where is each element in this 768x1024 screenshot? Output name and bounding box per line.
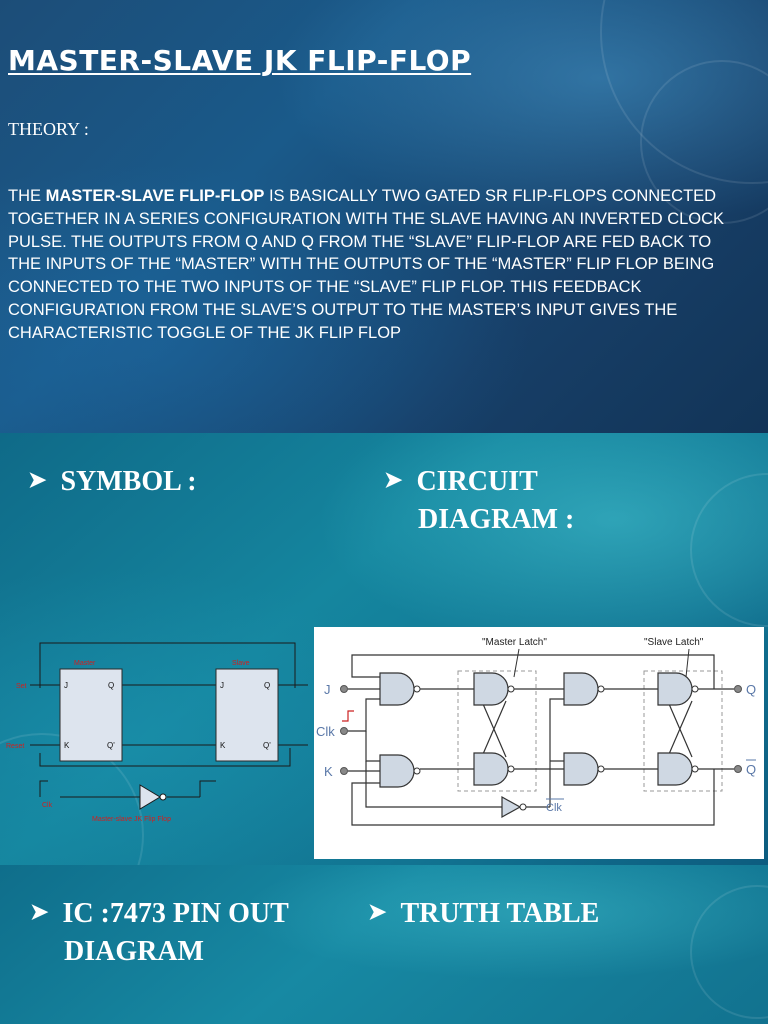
output-q: Q — [746, 682, 756, 697]
nand-gate — [379, 754, 415, 788]
clk-label: Clk — [42, 802, 53, 809]
input-j: J — [324, 682, 331, 697]
theory-text-bold: MASTER-SLAVE FLIP-FLOP — [45, 187, 265, 205]
symbol-heading: ➤ SYMBOL : — [28, 461, 197, 501]
symbol-slide: ➤ SYMBOL : ➤ CIRCUIT DIAGRAM : — [0, 433, 768, 865]
inverter-gate — [501, 795, 522, 819]
nand-gate — [473, 752, 509, 786]
input-clk: Clk — [316, 724, 335, 739]
symbol-heading-text: SYMBOL : — [60, 466, 197, 497]
master-latch-label: "Master Latch" — [482, 637, 547, 648]
master-box — [59, 668, 123, 762]
clk-bar-label: Clk — [546, 802, 562, 814]
inverter-gate — [139, 784, 161, 810]
output-qbar: Q — [746, 762, 756, 777]
nand-gate — [657, 752, 693, 786]
ic-slide: ➤ IC :7473 PIN OUT DIAGRAM ➤ TRUTH TABLE — [0, 865, 768, 1024]
nand-gate — [473, 672, 509, 706]
circuit-diagram: "Master Latch" "Slave Latch" — [314, 627, 764, 859]
slave-box — [215, 668, 279, 762]
arrow-bullet-icon: ➤ — [28, 467, 47, 492]
decorative-ring — [690, 473, 768, 627]
master-latch-box — [457, 670, 537, 792]
master-pin-k: K — [64, 741, 70, 750]
circuit-heading-line1: CIRCUIT — [416, 466, 538, 497]
slide-title: MASTER-SLAVE JK FLIP-FLOP — [8, 44, 472, 77]
diagram-caption: Master-slave JK Flip Flop — [92, 816, 171, 823]
theory-text-rest: IS BASICALLY TWO GATED SR FLIP-FLOPS CON… — [8, 187, 725, 342]
master-label: Master — [74, 660, 96, 667]
theory-text-prefix: THE — [8, 187, 46, 205]
theory-label: THEORY : — [8, 119, 89, 139]
ic-heading-line1: IC :7473 PIN OUT — [62, 898, 289, 929]
slave-pin-q: Q — [264, 681, 270, 690]
slave-latch-box — [643, 670, 723, 792]
decorative-ring — [690, 885, 768, 1019]
circuit-heading: ➤ CIRCUIT DIAGRAM : — [384, 461, 574, 539]
master-pin-j: J — [64, 681, 68, 690]
slave-latch-label: "Slave Latch" — [644, 637, 704, 648]
master-pin-qbar: Q' — [107, 741, 115, 750]
master-pin-q: Q — [108, 681, 114, 690]
nand-gate — [657, 672, 693, 706]
nand-gate — [379, 672, 415, 706]
theory-paragraph: THE MASTER-SLAVE FLIP-FLOP IS BASICALLY … — [8, 185, 748, 345]
slave-pin-qbar: Q' — [263, 741, 271, 750]
nand-gate — [563, 672, 599, 706]
theory-slide: MASTER-SLAVE JK FLIP-FLOP THEORY : THE M… — [0, 0, 768, 433]
symbol-diagram: Master Slave Set Reset Clk Master-slave … — [6, 642, 308, 823]
ic-heading: ➤ IC :7473 PIN OUT DIAGRAM — [30, 893, 289, 971]
slave-label: Slave — [232, 660, 250, 667]
clock-edge-icon — [342, 710, 354, 722]
ic-heading-line2: DIAGRAM — [64, 936, 204, 967]
set-label: Set — [16, 683, 27, 690]
arrow-bullet-icon: ➤ — [384, 467, 403, 492]
slave-pin-j: J — [220, 681, 224, 690]
slave-pin-k: K — [220, 741, 226, 750]
reset-label: Reset — [6, 743, 24, 750]
nand-gate — [563, 752, 599, 786]
circuit-heading-line2: DIAGRAM : — [418, 504, 575, 535]
arrow-bullet-icon: ➤ — [30, 899, 49, 924]
truth-table-heading-text: TRUTH TABLE — [400, 898, 600, 929]
arrow-bullet-icon: ➤ — [368, 899, 387, 924]
input-k: K — [324, 764, 333, 779]
truth-table-heading: ➤ TRUTH TABLE — [368, 893, 599, 933]
